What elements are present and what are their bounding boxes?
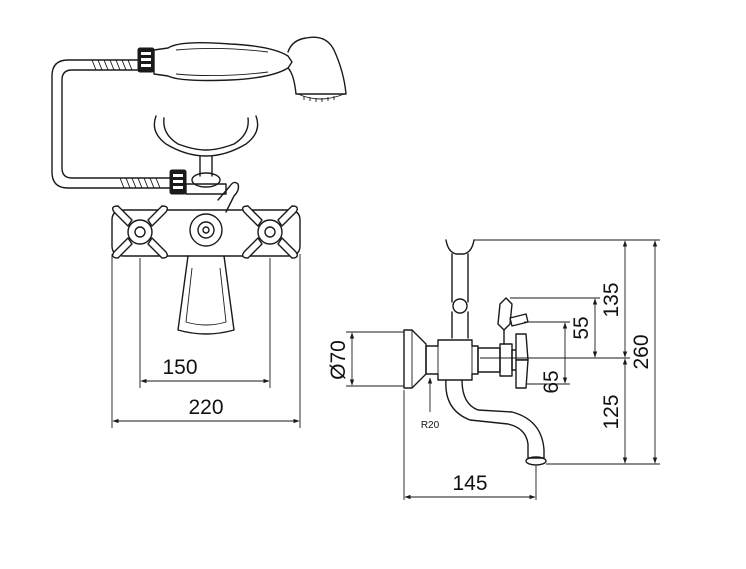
dim-label-260: 260 [630, 334, 653, 369]
dim-label-135: 135 [600, 282, 623, 317]
handle-side [477, 297, 529, 389]
dim-label-65: 65 [540, 370, 563, 393]
dim-label-radius-20: R20 [421, 420, 440, 431]
dim-label-55: 55 [570, 316, 593, 339]
spout-front [177, 255, 235, 335]
spout-side [445, 379, 545, 459]
shower-cradle [153, 115, 259, 195]
dim-label-150: 150 [162, 356, 197, 379]
dim-label-125: 125 [600, 394, 623, 429]
left-cross-handle [111, 205, 169, 259]
dim-label-diameter-70: Ø70 [327, 340, 350, 380]
center-diverter-knob [189, 213, 223, 247]
diverter-lever [217, 181, 240, 213]
right-cross-handle [241, 205, 299, 259]
side-view: 135 55 260 65 125 145 Ø70 R20 [327, 239, 660, 500]
hand-shower [137, 36, 347, 102]
wall-flange [403, 329, 427, 389]
front-view: 150 220 [51, 36, 347, 428]
dim-label-145: 145 [452, 472, 487, 495]
body-hub [425, 339, 479, 381]
hose-holder [445, 239, 475, 339]
dim-label-220: 220 [188, 396, 223, 419]
shower-hose [51, 59, 171, 189]
